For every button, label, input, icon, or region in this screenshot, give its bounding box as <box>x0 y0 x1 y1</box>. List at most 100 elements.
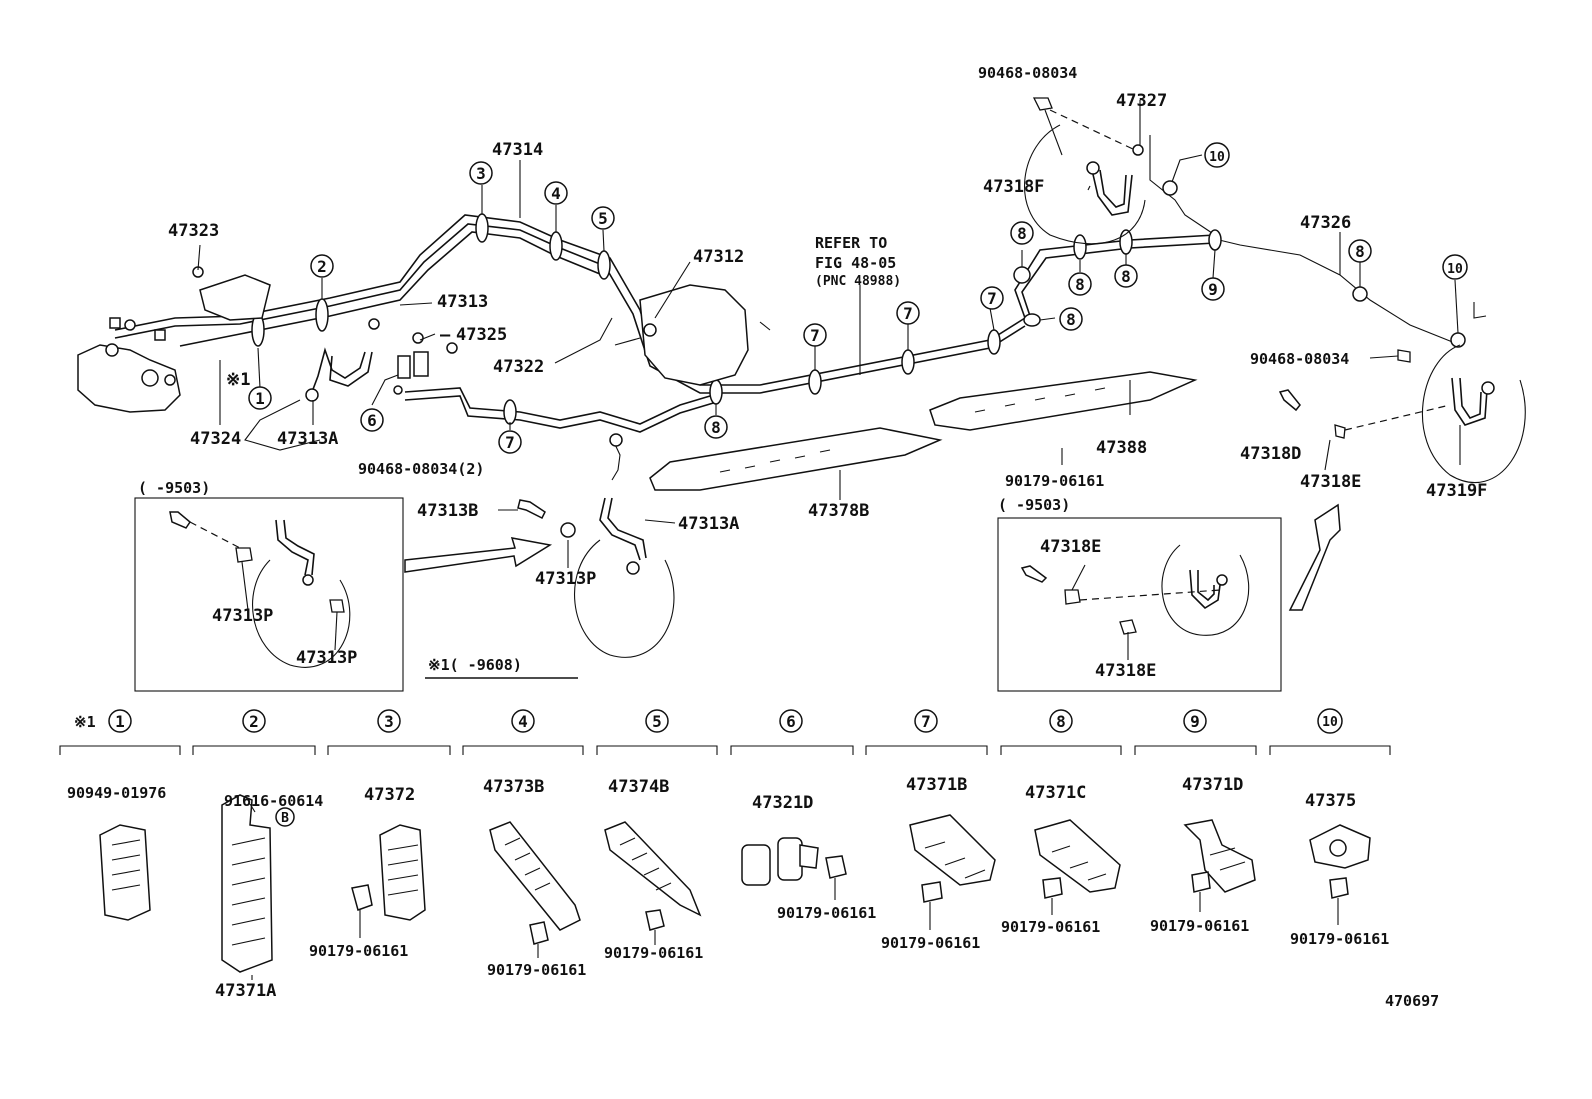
table-callout-8: 8 <box>1049 709 1073 733</box>
svg-text:9: 9 <box>1190 712 1200 731</box>
brake-tube-lower <box>404 387 721 433</box>
label-47378b: 47378B <box>808 501 869 521</box>
lower-mid-hose <box>560 433 675 658</box>
table-extra-7: 90179-06161 <box>881 934 980 952</box>
callout-8f: 8 <box>1348 239 1372 263</box>
clamp-5-drawing <box>604 821 702 931</box>
box-left-date: ( -9503) <box>138 479 210 497</box>
table-callout-6: 6 <box>779 709 803 733</box>
label-90468-top: 90468-08034 <box>978 64 1077 82</box>
note-9608: ※1( -9608) <box>428 656 522 674</box>
table-extra-2: 47371A <box>215 981 276 1001</box>
clamp-10-drawing <box>1309 824 1371 899</box>
callout-7a: 7 <box>498 430 522 454</box>
label-47313a-mid: 47313A <box>678 514 739 534</box>
callout-2: 2 <box>310 254 334 278</box>
callout-9: 9 <box>1201 277 1225 301</box>
callout-B: B <box>275 807 295 827</box>
label-47318d: 47318D <box>1240 444 1301 464</box>
svg-text:8: 8 <box>711 418 721 437</box>
svg-text:8: 8 <box>1355 242 1365 261</box>
table-callout-4: 4 <box>511 709 535 733</box>
label-47318e-box1: 47318E <box>1040 537 1101 557</box>
label-47319f: 47319F <box>1426 481 1487 501</box>
table-callout-2: 2 <box>242 709 266 733</box>
svg-text:2: 2 <box>317 257 327 276</box>
clamp-7-drawing <box>909 814 996 903</box>
svg-text:6: 6 <box>786 712 796 731</box>
bolt-47313b <box>517 499 546 520</box>
table-callout-3: 3 <box>377 709 401 733</box>
callout-5: 5 <box>591 206 615 230</box>
svg-text:8: 8 <box>1066 310 1076 329</box>
brake-hose-47313a <box>244 347 373 451</box>
label-47313p-mid: 47313P <box>535 569 596 589</box>
callout-10b: 10 <box>1442 254 1468 280</box>
svg-text:1: 1 <box>255 389 265 408</box>
table-extra-6: 90179-06161 <box>777 904 876 922</box>
svg-text:8: 8 <box>1075 275 1085 294</box>
svg-text:8: 8 <box>1056 712 1066 731</box>
svg-text:10: 10 <box>1447 262 1463 277</box>
skid-plate-47388 <box>929 371 1198 431</box>
svg-text:8: 8 <box>1121 267 1131 286</box>
label-47313: 47313 <box>437 292 488 312</box>
table-extra-3: 90179-06161 <box>309 942 408 960</box>
detail-box-right <box>997 517 1282 692</box>
label-47325: 47325 <box>456 325 507 345</box>
table-part-10: 47375 <box>1305 791 1356 811</box>
table-extra-4: 90179-06161 <box>487 961 586 979</box>
callout-6: 6 <box>360 408 384 432</box>
label-47318e-box2: 47318E <box>1095 661 1156 681</box>
clamp-4-drawing <box>489 821 581 945</box>
svg-text:10: 10 <box>1322 715 1338 730</box>
table-extra-8: 90179-06161 <box>1001 918 1100 936</box>
label-47388: 47388 <box>1096 438 1147 458</box>
part-labels: 47323 47314 47312 47313 47325 – 47322 47… <box>138 64 1487 1010</box>
table-part-2: 91616-60614 <box>224 792 323 810</box>
svg-text:4: 4 <box>551 184 561 203</box>
svg-text:3: 3 <box>384 712 394 731</box>
brake-hose-47318f <box>1024 97 1146 245</box>
brake-hose-47319f <box>1278 302 1526 483</box>
arrow-left-to-mid <box>404 537 553 573</box>
label-47322: 47322 <box>493 357 544 377</box>
abs-actuator-assembly <box>77 266 271 413</box>
clamp-2-drawing <box>221 794 273 973</box>
svg-text:8: 8 <box>1017 224 1027 243</box>
clamp-1-drawing <box>99 824 151 921</box>
label-47326: 47326 <box>1300 213 1351 233</box>
callout-7c: 7 <box>896 301 920 325</box>
label-mark1: ※1 <box>226 370 250 390</box>
figure-number: 470697 <box>1385 992 1439 1010</box>
label-90468-2: 90468-08034(2) <box>358 460 484 478</box>
table-extra-5: 90179-06161 <box>604 944 703 962</box>
table-extra-9: 90179-06161 <box>1150 917 1249 935</box>
clamp-3-drawing <box>351 824 426 921</box>
table-part-8: 47371C <box>1025 783 1086 803</box>
svg-text:10: 10 <box>1209 150 1225 165</box>
brake-booster <box>614 284 771 386</box>
label-47323: 47323 <box>168 221 219 241</box>
svg-text:2: 2 <box>249 712 259 731</box>
label-47313a-top: 47313A <box>277 429 338 449</box>
svg-text:1: 1 <box>115 712 125 731</box>
detail-box-left <box>134 497 404 692</box>
svg-text:7: 7 <box>505 433 515 452</box>
svg-text:7: 7 <box>987 289 997 308</box>
label-90179-mid: 90179-06161 <box>1005 472 1104 490</box>
svg-text:B: B <box>281 811 289 826</box>
dash-47325: – <box>440 325 451 345</box>
label-90468-right: 90468-08034 <box>1250 350 1349 368</box>
table-part-7: 47371B <box>906 775 967 795</box>
tube-clamps <box>251 180 1466 425</box>
table-callout-7: 7 <box>914 709 938 733</box>
label-47318e-right: 47318E <box>1300 472 1361 492</box>
label-47313b: 47313B <box>417 501 478 521</box>
table-part-9: 47371D <box>1182 775 1243 795</box>
callout-8d: 8 <box>1114 264 1138 288</box>
table-callout-10: 10 <box>1317 708 1343 734</box>
table-mark1: ※1 <box>74 713 96 731</box>
arrow-right-up <box>1288 503 1341 611</box>
